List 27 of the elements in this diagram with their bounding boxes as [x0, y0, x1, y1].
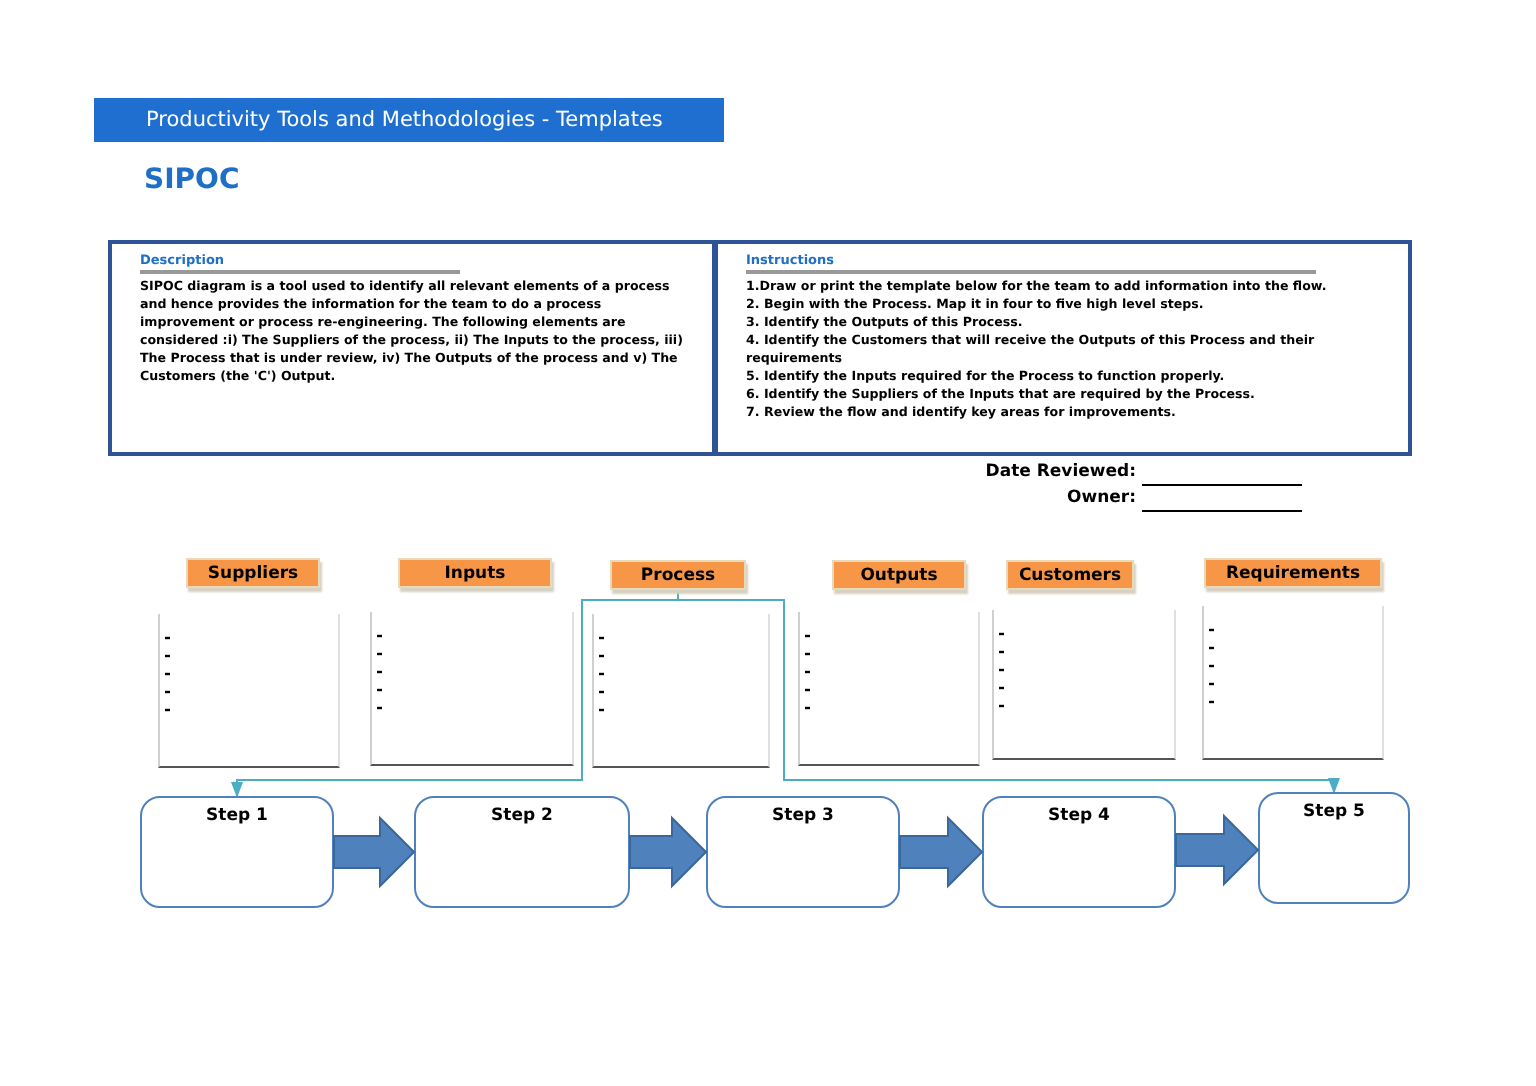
process-step-box: Step 5: [1258, 792, 1410, 904]
column-list-box: [370, 612, 574, 766]
block-arrow: [629, 815, 708, 889]
column-header: Customers: [1006, 560, 1134, 590]
column-list-box: [798, 612, 980, 766]
block-arrow: [899, 815, 984, 889]
column-list-box: [158, 614, 340, 768]
form-label: Date Reviewed:: [983, 462, 1136, 482]
process-step-box: Step 3: [706, 796, 900, 908]
title-banner: Productivity Tools and Methodologies - Templates: [94, 98, 724, 142]
block-arrow: [333, 815, 416, 889]
column-list-box: [992, 610, 1176, 760]
description-panel: [108, 240, 716, 456]
column-header: Process: [610, 560, 746, 590]
process-step-box: Step 4: [982, 796, 1176, 908]
column-list-box: [1202, 606, 1384, 760]
instructions-panel: [714, 240, 1412, 456]
column-header: Suppliers: [186, 558, 320, 588]
column-header: Inputs: [398, 558, 552, 588]
page-title: SIPOC: [144, 164, 240, 196]
form-label: Owner:: [1065, 488, 1136, 508]
column-header: Requirements: [1204, 558, 1382, 588]
process-step-box: Step 1: [140, 796, 334, 908]
block-arrow: [1175, 813, 1260, 887]
column-header: Outputs: [832, 560, 966, 590]
column-list-box: [592, 614, 770, 768]
process-step-box: Step 2: [414, 796, 630, 908]
